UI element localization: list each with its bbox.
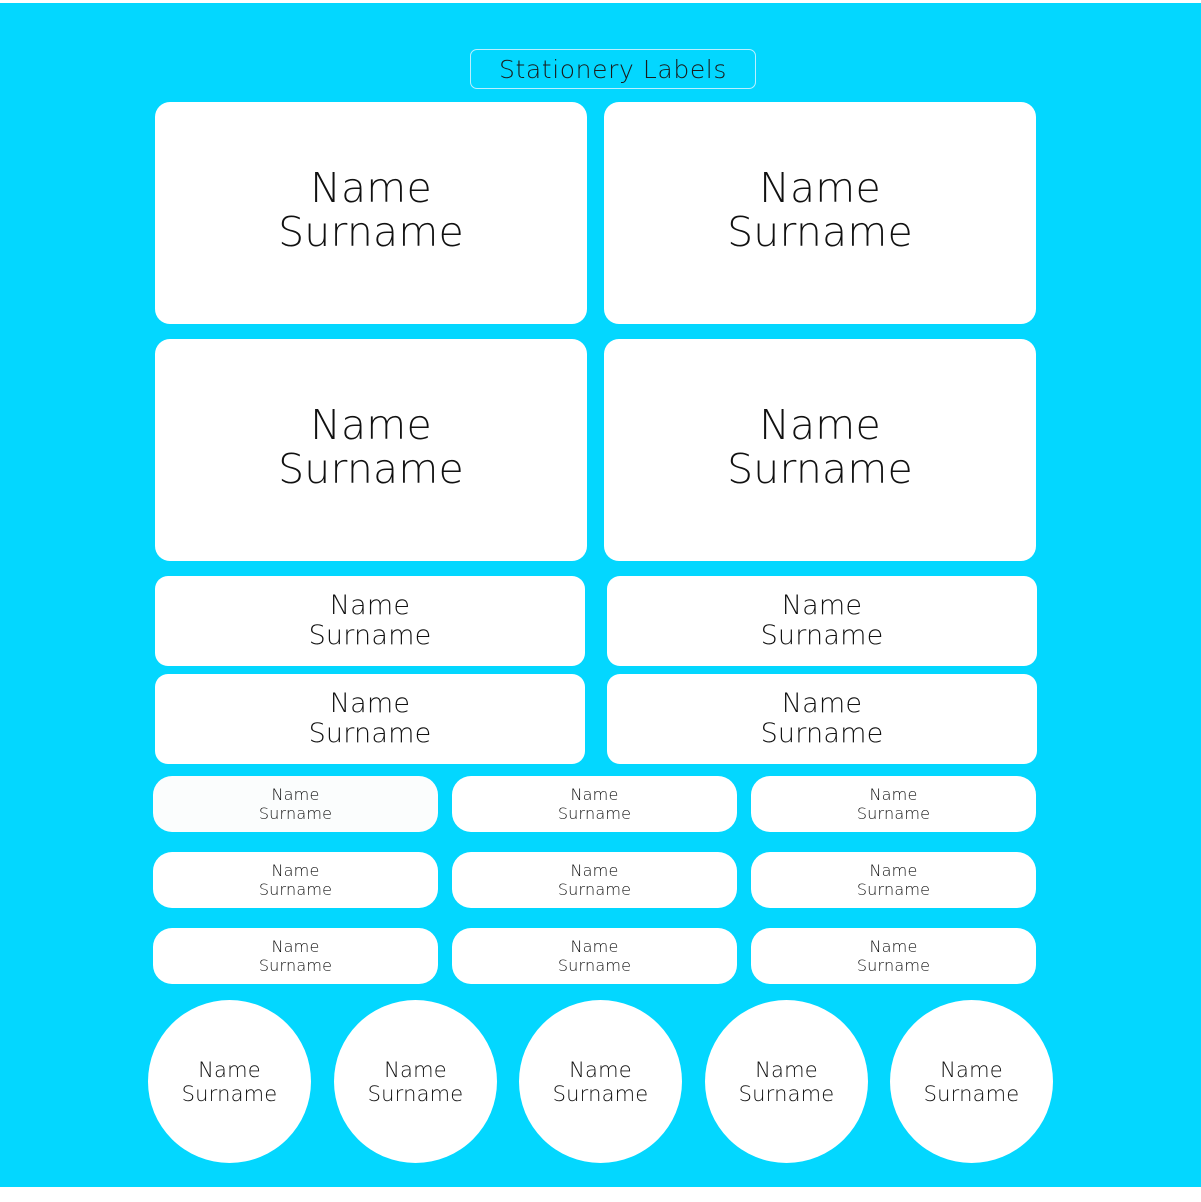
label-card-xl-1[interactable]: Name Surname: [155, 102, 587, 324]
label-line-surname: Surname: [760, 718, 884, 749]
label-line-name: Name: [310, 164, 432, 212]
label-line-name: Name: [329, 688, 411, 719]
label-line-surname: Surname: [557, 956, 632, 975]
label-card-md-3[interactable]: Name Surname: [155, 674, 585, 764]
label-line-surname: Surname: [557, 880, 632, 899]
label-line-surname: Surname: [278, 208, 464, 256]
label-line-surname: Surname: [923, 1081, 1020, 1106]
label-line-name: Name: [781, 688, 863, 719]
label-line-surname: Surname: [278, 445, 464, 493]
label-text-block: Name Surname: [761, 591, 884, 651]
label-text-block: Name Surname: [278, 166, 464, 254]
label-card-md-2[interactable]: Name Surname: [607, 576, 1037, 666]
label-line-surname: Surname: [856, 880, 931, 899]
label-card-sm-6[interactable]: Name Surname: [751, 852, 1036, 908]
label-text-block: Name Surname: [259, 861, 332, 899]
label-line-surname: Surname: [308, 620, 432, 651]
label-text-block: Name Surname: [857, 861, 930, 899]
label-card-xl-2[interactable]: Name Surname: [604, 102, 1036, 324]
label-line-surname: Surname: [557, 804, 632, 823]
label-text-block: Name Surname: [727, 403, 913, 491]
page-title-box: Stationery Labels: [470, 49, 756, 89]
label-card-sm-9[interactable]: Name Surname: [751, 928, 1036, 984]
label-line-name: Name: [271, 861, 320, 880]
label-line-surname: Surname: [856, 804, 931, 823]
label-line-name: Name: [570, 861, 619, 880]
label-text-block: Name Surname: [558, 785, 631, 823]
label-line-surname: Surname: [308, 718, 432, 749]
label-sheet-canvas: Stationery Labels Name Surname Name Surn…: [0, 3, 1201, 1187]
label-card-circle-3[interactable]: Name Surname: [519, 1000, 682, 1163]
label-line-surname: Surname: [258, 956, 333, 975]
label-card-sm-5[interactable]: Name Surname: [452, 852, 737, 908]
label-line-surname: Surname: [181, 1081, 278, 1106]
label-card-sm-1[interactable]: Name Surname: [153, 776, 438, 832]
label-card-xl-4[interactable]: Name Surname: [604, 339, 1036, 561]
label-card-xl-3[interactable]: Name Surname: [155, 339, 587, 561]
label-line-surname: Surname: [727, 445, 913, 493]
label-text-block: Name Surname: [309, 689, 432, 749]
label-line-name: Name: [869, 861, 918, 880]
label-card-md-4[interactable]: Name Surname: [607, 674, 1037, 764]
label-text-block: Name Surname: [309, 591, 432, 651]
label-card-sm-8[interactable]: Name Surname: [452, 928, 737, 984]
label-card-sm-7[interactable]: Name Surname: [153, 928, 438, 984]
label-line-name: Name: [198, 1057, 261, 1082]
label-text-block: Name Surname: [553, 1058, 649, 1106]
label-line-name: Name: [384, 1057, 447, 1082]
label-line-name: Name: [759, 401, 881, 449]
label-card-sm-2[interactable]: Name Surname: [452, 776, 737, 832]
label-line-name: Name: [271, 937, 320, 956]
label-line-name: Name: [869, 937, 918, 956]
label-text-block: Name Surname: [259, 937, 332, 975]
label-text-block: Name Surname: [924, 1058, 1020, 1106]
label-text-block: Name Surname: [182, 1058, 278, 1106]
label-line-surname: Surname: [760, 620, 884, 651]
label-line-name: Name: [755, 1057, 818, 1082]
label-line-name: Name: [570, 937, 619, 956]
label-card-circle-1[interactable]: Name Surname: [148, 1000, 311, 1163]
label-line-name: Name: [310, 401, 432, 449]
label-text-block: Name Surname: [739, 1058, 835, 1106]
label-line-surname: Surname: [738, 1081, 835, 1106]
label-text-block: Name Surname: [278, 403, 464, 491]
label-line-name: Name: [570, 785, 619, 804]
label-text-block: Name Surname: [259, 785, 332, 823]
page-title: Stationery Labels: [499, 54, 727, 84]
label-text-block: Name Surname: [727, 166, 913, 254]
label-line-surname: Surname: [258, 880, 333, 899]
label-line-surname: Surname: [727, 208, 913, 256]
label-line-surname: Surname: [258, 804, 333, 823]
label-card-sm-4[interactable]: Name Surname: [153, 852, 438, 908]
label-card-sm-3[interactable]: Name Surname: [751, 776, 1036, 832]
label-text-block: Name Surname: [857, 785, 930, 823]
label-card-md-1[interactable]: Name Surname: [155, 576, 585, 666]
label-card-circle-5[interactable]: Name Surname: [890, 1000, 1053, 1163]
label-text-block: Name Surname: [368, 1058, 464, 1106]
label-card-circle-4[interactable]: Name Surname: [705, 1000, 868, 1163]
label-line-surname: Surname: [552, 1081, 649, 1106]
label-text-block: Name Surname: [558, 861, 631, 899]
label-line-name: Name: [781, 590, 863, 621]
label-text-block: Name Surname: [558, 937, 631, 975]
label-line-surname: Surname: [856, 956, 931, 975]
label-line-surname: Surname: [367, 1081, 464, 1106]
label-line-name: Name: [869, 785, 918, 804]
label-text-block: Name Surname: [761, 689, 884, 749]
label-line-name: Name: [271, 785, 320, 804]
label-line-name: Name: [569, 1057, 632, 1082]
label-text-block: Name Surname: [857, 937, 930, 975]
label-line-name: Name: [759, 164, 881, 212]
label-card-circle-2[interactable]: Name Surname: [334, 1000, 497, 1163]
label-line-name: Name: [940, 1057, 1003, 1082]
label-line-name: Name: [329, 590, 411, 621]
